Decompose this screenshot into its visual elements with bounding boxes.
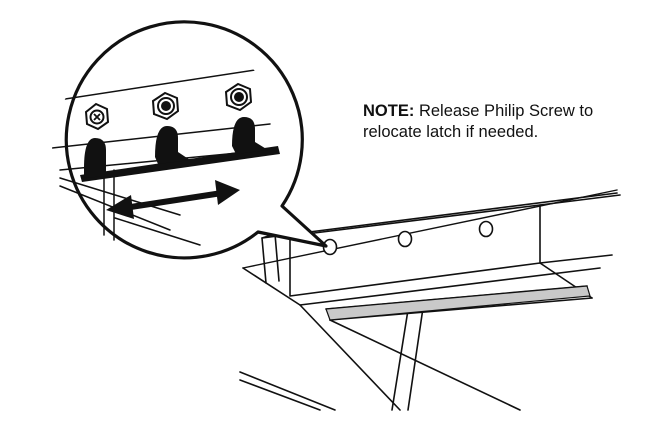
hex-nut-icon-2 bbox=[224, 82, 253, 112]
rail-hole-3 bbox=[478, 220, 494, 238]
phillips-screw-icon bbox=[84, 102, 110, 131]
note-label: NOTE: bbox=[363, 102, 415, 120]
frame-base-line bbox=[239, 371, 336, 411]
rail-holes bbox=[322, 220, 494, 256]
zoom-rail-top bbox=[52, 67, 269, 102]
note-body-1: Release Philip Screw to bbox=[418, 102, 594, 120]
callout-bubble bbox=[64, 20, 328, 260]
latch-track-strip bbox=[325, 285, 591, 321]
frame-end-post bbox=[261, 233, 280, 284]
frame-vertical-post bbox=[391, 307, 424, 411]
frame-strut-right bbox=[329, 319, 521, 411]
note-text: NOTE: Release Philip Screw to relocate l… bbox=[363, 101, 643, 143]
latch-tab-3 bbox=[232, 117, 268, 154]
zoom-post bbox=[103, 169, 115, 241]
hex-nut-icon bbox=[151, 91, 180, 121]
zoom-floor-line-1 bbox=[59, 177, 181, 216]
frame-top-edge-2 bbox=[261, 192, 618, 239]
zoom-callout bbox=[52, 20, 328, 260]
zoom-floor-line-3 bbox=[114, 217, 201, 246]
zoom-interior bbox=[52, 67, 280, 246]
note-line-2: relocate latch if needed. bbox=[363, 123, 539, 141]
latch-tab-1 bbox=[84, 138, 106, 178]
double-arrow-icon bbox=[106, 180, 240, 219]
latch-tab-2 bbox=[155, 126, 190, 164]
latch-bar bbox=[80, 146, 280, 182]
rail-hole-2 bbox=[397, 230, 413, 248]
rail-right-end bbox=[539, 194, 621, 264]
note-line-1: NOTE: Release Philip Screw to bbox=[363, 101, 643, 122]
frame-strut-left bbox=[299, 304, 401, 411]
latch-tabs bbox=[84, 117, 268, 178]
